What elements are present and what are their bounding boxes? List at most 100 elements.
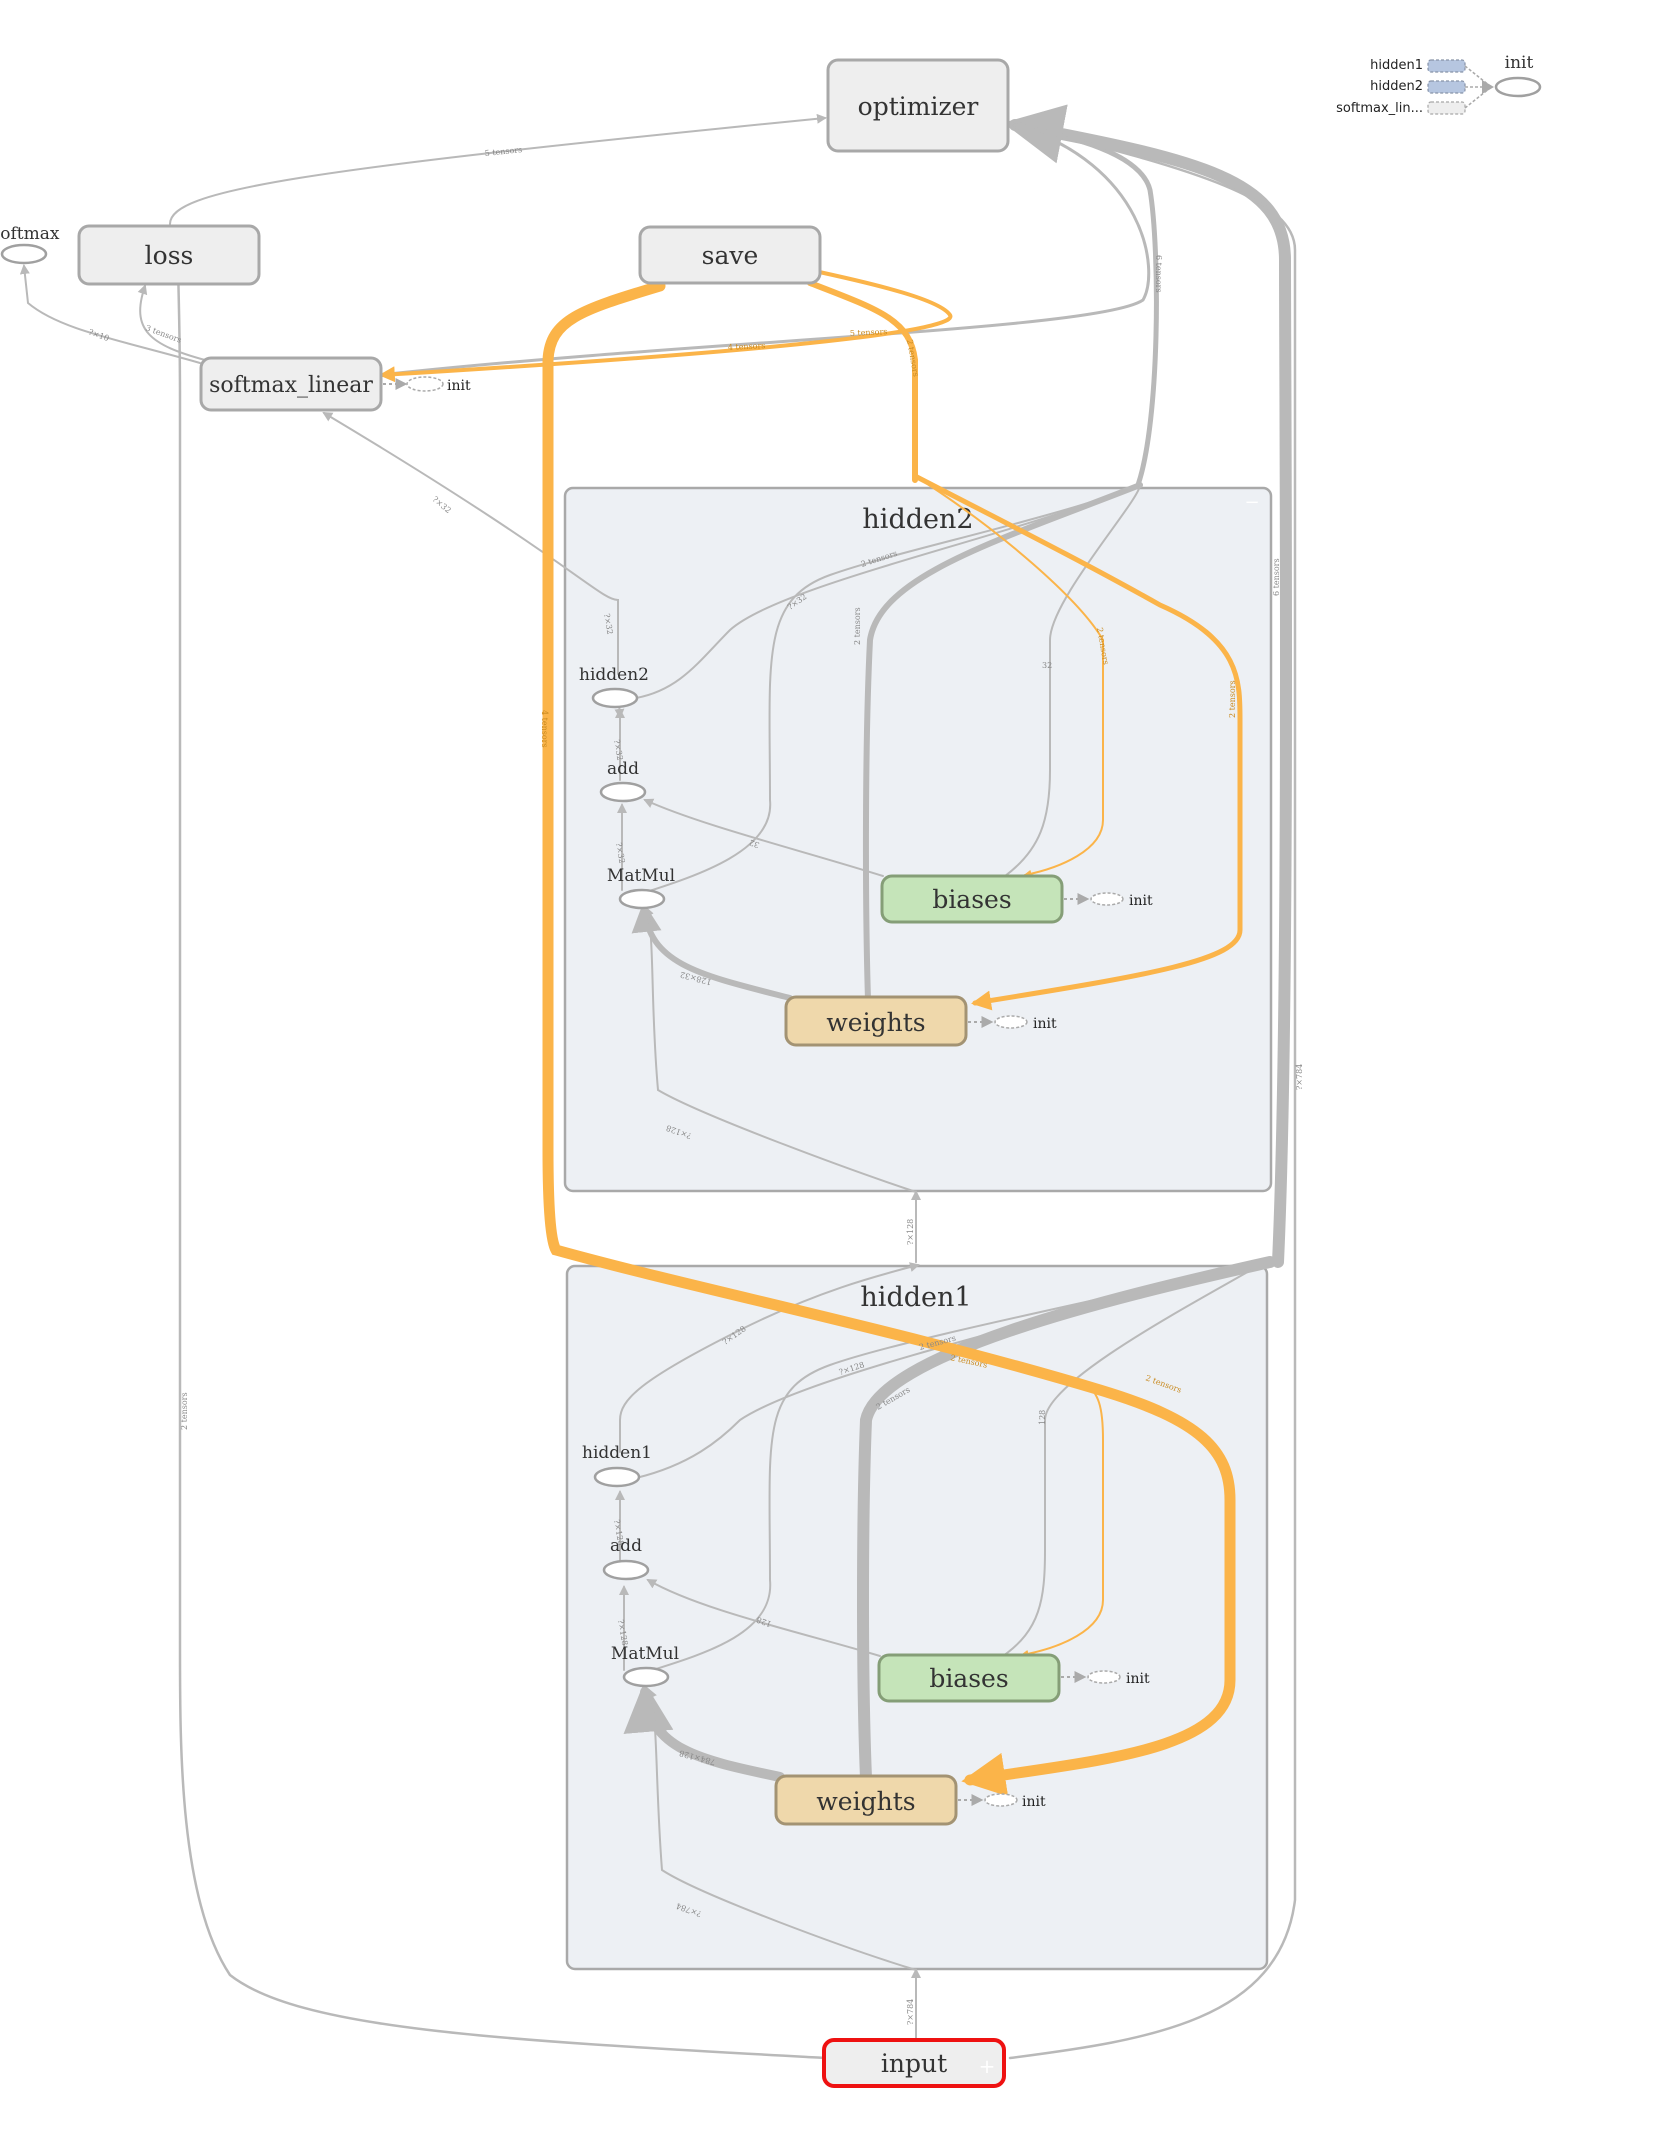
h1-output-label: hidden1	[582, 1443, 652, 1463]
h1-biases-init-label: init	[1126, 1671, 1150, 1687]
legend-swatch-softmax-linear	[1427, 101, 1466, 115]
h2-add-op[interactable]: add	[599, 759, 647, 803]
softmax-linear-label: softmax_linear	[209, 373, 373, 398]
h1-weights-init[interactable]: init	[958, 1793, 1046, 1810]
h2-biases-init[interactable]: init	[1064, 892, 1153, 909]
edge-label: 32	[1042, 661, 1052, 670]
h2-biases-node[interactable]: biases	[880, 874, 1064, 924]
edge-save-hidden1-weights	[542, 280, 1236, 1797]
edge-softmax-optimizer	[378, 121, 1151, 377]
h2-add-label: add	[607, 759, 639, 779]
legend-swatch-hidden1	[1427, 59, 1466, 73]
edge-h2-matmul-grad	[639, 484, 1141, 895]
collapse-icon[interactable]: −	[1244, 492, 1259, 513]
h1-matmul-op[interactable]: MatMul	[611, 1644, 679, 1688]
optimizer-label: optimizer	[858, 92, 979, 121]
edge-label: ?×10	[87, 327, 110, 343]
h1-output-op[interactable]: hidden1	[582, 1443, 652, 1488]
edge-label: 2 tensors	[1228, 680, 1237, 718]
hidden1-group-title: hidden1	[860, 1282, 971, 1313]
h1-weights-node[interactable]: weights	[774, 1774, 958, 1826]
edge-h1-input-matmul	[647, 1688, 917, 2041]
h2-output-label: hidden2	[579, 665, 649, 685]
edge-h2-biases-grad	[1004, 484, 1141, 877]
edge-label: ?×32	[614, 842, 627, 864]
h2-weights-init[interactable]: init	[968, 1015, 1057, 1032]
edge-label: ?×784	[906, 1999, 915, 2025]
h1-biases-node[interactable]: biases	[877, 1653, 1061, 1703]
save-label: save	[702, 241, 759, 270]
legend-init-label: init	[1505, 53, 1534, 73]
legend-item-hidden1: hidden1	[1370, 58, 1423, 73]
h1-weights-label: weights	[816, 1787, 915, 1816]
edge-label: 5 tensors	[484, 145, 522, 158]
edge-save-hidden2-biases	[914, 475, 1104, 878]
edge-label: ?×128	[906, 1219, 915, 1245]
edge-label: 128	[1038, 1410, 1047, 1425]
edge-label: ?×32	[612, 739, 625, 761]
init-legend[interactable]: hidden1 hidden2 softmax_lin... init	[1336, 53, 1542, 116]
h2-biases-label: biases	[932, 885, 1011, 914]
h2-output-op[interactable]: hidden2	[579, 665, 649, 709]
h1-add-op[interactable]: add	[602, 1536, 650, 1581]
edge-h1-biases-grad	[1002, 1261, 1266, 1657]
edge-h1-out-hidden2	[619, 1262, 920, 1453]
softmax-op[interactable]: Softmax	[0, 224, 60, 265]
h2-weights-label: weights	[826, 1008, 925, 1037]
softmax-linear-init[interactable]: init	[383, 376, 471, 394]
legend-item-softmax-linear: softmax_lin...	[1336, 101, 1423, 116]
edge-label: 2 tensors	[853, 607, 862, 645]
edge-label: 4 tensors	[728, 341, 766, 352]
edge-h2-weights-matmul	[631, 902, 793, 1001]
edge-h1-weights-matmul	[623, 1682, 785, 1782]
h2-matmul-label: MatMul	[607, 866, 675, 886]
edge-hidden2-softmax-linear	[322, 411, 619, 675]
edge-label: 6 tensors	[1272, 558, 1281, 596]
edge-softmax-linear-loss	[137, 284, 206, 361]
h2-biases-init-label: init	[1129, 893, 1153, 909]
edge-input-optimizer	[1008, 121, 1297, 2060]
edge-h2-biases-add	[643, 798, 884, 877]
edge-label: ?×32	[431, 495, 453, 516]
h1-biases-label: biases	[929, 1664, 1008, 1693]
edge-label: 4 tensors	[540, 710, 549, 748]
expand-icon[interactable]: +	[979, 2054, 996, 2078]
edges-gray	[19, 104, 1297, 2060]
edge-label: 32	[748, 838, 761, 850]
edge-softmax-linear-softmax	[19, 264, 201, 364]
h2-matmul-op[interactable]: MatMul	[607, 866, 675, 910]
optimizer-node[interactable]: optimizer	[826, 58, 1010, 153]
edge-h1-weights-grad	[857, 1256, 1276, 1784]
legend-item-hidden2: hidden2	[1370, 79, 1423, 94]
edge-h1-biases-add	[646, 1579, 881, 1657]
save-node[interactable]: save	[638, 225, 822, 285]
edge-label: 2 tensors	[905, 339, 920, 378]
input-label: input	[881, 2049, 947, 2078]
edge-save-hidden2-weights	[912, 473, 1243, 1011]
edge-hidden1-optimizer	[1003, 104, 1293, 1268]
edge-h2-input-matmul	[644, 906, 917, 1263]
softmax-linear-node[interactable]: softmax_linear	[199, 356, 383, 412]
hidden1-group[interactable]: hidden1	[565, 1264, 1269, 1971]
softmax-linear-init-label: init	[447, 378, 471, 394]
edge-save-hidden2	[807, 280, 918, 483]
loss-node[interactable]: loss	[77, 224, 261, 286]
input-node[interactable]: input +	[822, 2038, 1006, 2088]
edge-label: ?×784	[1295, 1064, 1304, 1090]
h1-biases-init[interactable]: init	[1061, 1670, 1150, 1687]
edge-label: 5 tensors	[850, 327, 888, 338]
hidden2-group[interactable]: hidden2 −	[563, 486, 1273, 1193]
edge-label: ?×128	[616, 1619, 629, 1646]
edges-orange	[378, 268, 1243, 1797]
hidden2-group-title: hidden2	[862, 504, 973, 535]
edge-label: 6 tensors	[1154, 255, 1163, 293]
edge-label: 2 tensors	[180, 1392, 189, 1430]
h1-matmul-label: MatMul	[611, 1644, 679, 1664]
edge-save-hidden1-biases	[555, 1249, 1104, 1658]
h1-add-label: add	[610, 1536, 642, 1556]
h2-weights-node[interactable]: weights	[784, 995, 968, 1047]
edge-h2-weights-grad	[862, 482, 1143, 1003]
softmax-op-label: Softmax	[0, 224, 60, 244]
edge-input-loss	[171, 245, 827, 2060]
